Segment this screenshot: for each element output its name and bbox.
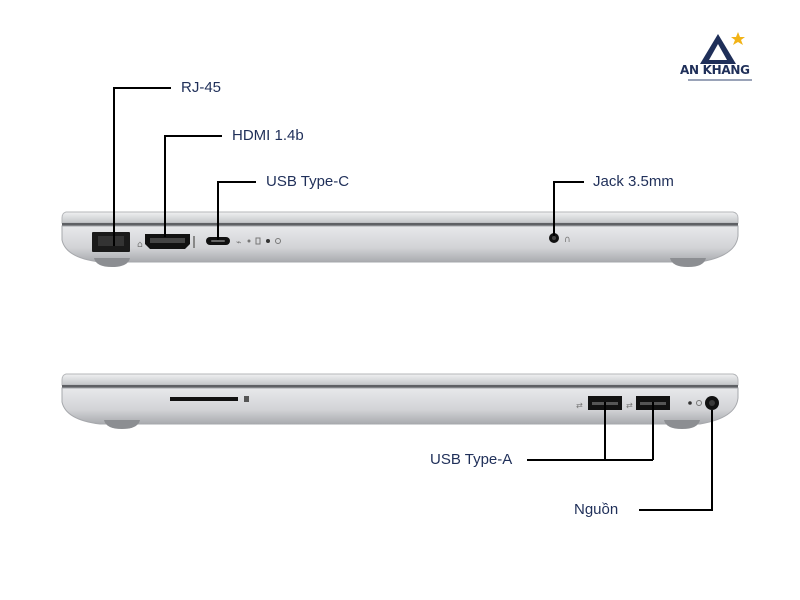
audio-jack-port-icon xyxy=(549,233,559,243)
svg-text:⇄: ⇄ xyxy=(576,401,583,410)
label-usb-a: USB Type-A xyxy=(430,451,513,468)
svg-text:⇄: ⇄ xyxy=(626,401,633,410)
brand-tagline-bar xyxy=(688,79,752,81)
sd-card-slot-icon xyxy=(170,396,249,402)
label-usb-c: USB Type-C xyxy=(266,173,350,190)
rj45-port-icon xyxy=(92,232,130,252)
label-rj45: RJ-45 xyxy=(181,79,222,96)
svg-text:⌂: ⌂ xyxy=(137,240,143,250)
usb-c-port-icon xyxy=(206,237,230,245)
svg-text:∩: ∩ xyxy=(564,235,571,245)
label-hdmi: HDMI 1.4b xyxy=(232,127,304,144)
brand-name: AN KHANG xyxy=(680,63,750,77)
laptop-left-side-view xyxy=(61,211,739,267)
svg-text:⌁: ⌁ xyxy=(236,238,241,248)
label-power: Nguồn xyxy=(574,501,619,518)
power-jack-icon xyxy=(705,396,719,410)
callout-lines-bottom xyxy=(527,402,713,511)
hdmi-port-icon xyxy=(145,234,190,249)
label-audio-jack: Jack 3.5mm xyxy=(593,173,674,190)
callout-lines-top xyxy=(113,87,584,246)
